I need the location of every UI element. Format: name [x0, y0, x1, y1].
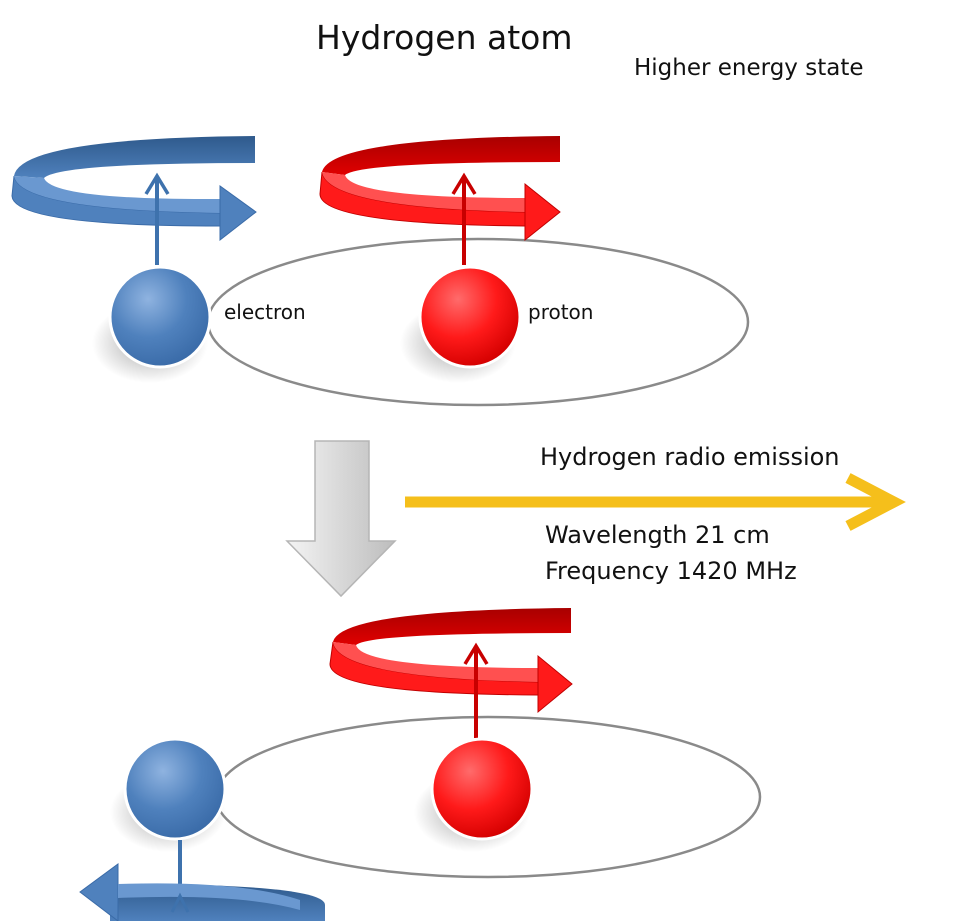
proton-lower — [430, 737, 534, 841]
wavelength-label: Wavelength 21 cm — [545, 521, 770, 549]
proton-label: proton — [528, 300, 593, 324]
electron-lower — [123, 737, 227, 841]
proton-lower-spin-arrow-icon — [329, 608, 573, 714]
transition-down-arrow-icon — [285, 440, 397, 598]
proton-lower-spin-axis-icon — [463, 642, 489, 738]
electron-spin-axis-icon — [144, 172, 170, 265]
proton-spin-arrow-icon — [319, 136, 561, 242]
emission-label: Hydrogen radio emission — [540, 443, 840, 471]
diagram-title: Hydrogen atom — [316, 18, 572, 57]
proton-spin-axis-icon — [451, 172, 477, 265]
electron-label: electron — [224, 300, 306, 324]
frequency-label: Frequency 1420 MHz — [545, 557, 797, 585]
electron-lower-spin-arrow-icon — [79, 863, 325, 921]
electron-upper — [108, 265, 212, 369]
electron-spin-arrow-icon — [11, 136, 257, 242]
emission-right-arrow-icon — [405, 473, 906, 531]
state-label: Higher energy state — [634, 55, 864, 81]
proton-upper — [418, 265, 522, 369]
